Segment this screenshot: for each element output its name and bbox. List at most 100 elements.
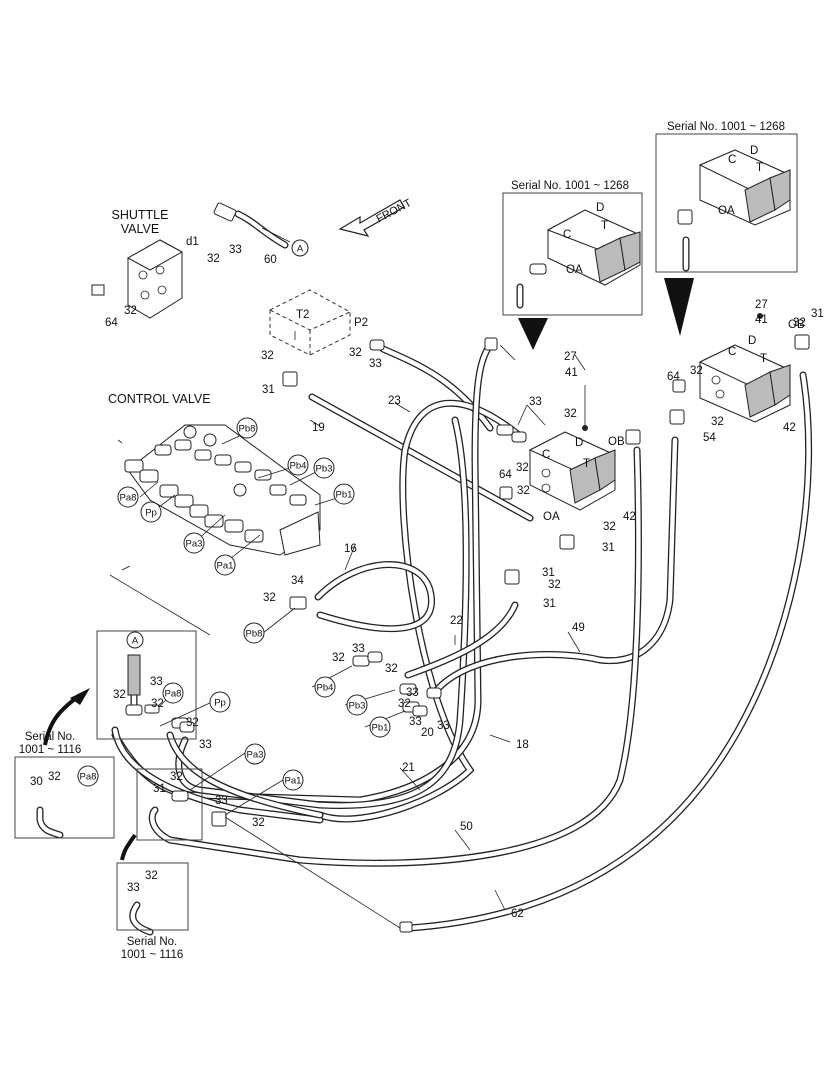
port-label-c: C — [563, 229, 571, 241]
inset-serial-bottom — [116, 862, 189, 931]
part-number-49: 49 — [572, 622, 585, 634]
callout-bubble-pp: Pp — [209, 691, 231, 713]
part-number-20: 20 — [421, 727, 434, 739]
part-number-42: 42 — [623, 511, 636, 523]
port-label-ob: OB — [608, 436, 625, 448]
t2-p2-block — [269, 289, 351, 356]
callout-bubble-pa1: Pa1 — [282, 769, 304, 791]
serial-note-top-right-inner: Serial No. 1001 ~ 1268 — [511, 180, 629, 192]
callout-bubble-text: A — [297, 244, 304, 255]
part-number-22: 22 — [450, 615, 463, 627]
callout-bubble-a: A — [126, 631, 144, 649]
part-number-64: 64 — [105, 317, 118, 329]
text-labels: SHUTTLE VALVE CONTROL VALVE Serial No. 1… — [19, 121, 785, 961]
serial-note-bottom-line1: Serial No. — [127, 936, 178, 948]
part-number-34: 34 — [291, 575, 304, 587]
control-valve-title: CONTROL VALVE — [108, 392, 211, 406]
fitting-60 — [213, 202, 237, 222]
callout-bubble-text: Pa1 — [217, 561, 234, 572]
callout-bubble-pb1: Pb1 — [333, 483, 355, 505]
port-label-d: D — [575, 437, 583, 449]
port-label-oa: OA — [543, 511, 560, 523]
part-number-41: 41 — [565, 367, 578, 379]
part-number-33: 33 — [199, 739, 212, 751]
callout-bubble-pb8: Pb8 — [243, 622, 265, 644]
leader-lines — [109, 227, 586, 929]
callout-bubble-pa3: Pa3 — [183, 532, 205, 554]
part-number-32: 32 — [385, 663, 398, 675]
part-number-32: 32 — [252, 817, 265, 829]
valve-block-42-center — [528, 425, 617, 511]
part-number-32: 32 — [124, 305, 137, 317]
callout-bubble-pa1: Pa1 — [214, 554, 236, 576]
part-number-30: 30 — [30, 776, 43, 788]
port-label-oa: OA — [718, 205, 735, 217]
port-label-d: D — [750, 145, 758, 157]
port-label-oa: OA — [566, 264, 583, 276]
hose-23 — [316, 399, 524, 823]
port-label-c: C — [728, 154, 736, 166]
curved-arrow-bottom — [120, 833, 137, 861]
callout-bubble-text: Pp — [214, 698, 226, 709]
part-number-32: 32 — [711, 416, 724, 428]
callout-bubble-text: Pb1 — [372, 723, 389, 734]
part-number-27: 27 — [755, 299, 768, 311]
part-number-32: 32 — [690, 365, 703, 377]
part-number-18: 18 — [516, 739, 529, 751]
part-number-d1: d1 — [186, 236, 199, 248]
serial-note-left-line2: 1001 ~ 1116 — [19, 744, 82, 756]
curved-arrow-left-head — [70, 688, 90, 705]
callout-bubble-pa8: Pa8 — [77, 765, 99, 787]
shuttle-valve-title-line2: VALVE — [121, 222, 159, 236]
inset-top-right-outer — [655, 133, 798, 273]
pointer-arrow-outer — [664, 278, 694, 336]
callout-bubble-pa8: Pa8 — [162, 682, 184, 704]
shuttle-valve-block — [91, 239, 184, 319]
part-number-32: 32 — [516, 462, 529, 474]
port-label-c: C — [542, 449, 550, 461]
part-number-50: 50 — [460, 821, 473, 833]
part-number-33: 33 — [529, 396, 542, 408]
hoses — [36, 210, 813, 936]
port-label-t2: T2 — [296, 309, 309, 321]
front-label: FRONT — [374, 197, 413, 226]
serial-note-left-line1: Serial No. — [25, 731, 76, 743]
inset-top-right-inner — [502, 192, 643, 316]
part-number-33: 33 — [150, 676, 163, 688]
part-number-32: 32 — [332, 652, 345, 664]
callout-bubble-pb1: Pb1 — [369, 716, 391, 738]
callout-bubble-pa8: Pa8 — [117, 486, 139, 508]
part-number-32: 32 — [263, 592, 276, 604]
part-number-60: 60 — [264, 254, 277, 266]
inset-mid-small — [136, 768, 203, 841]
part-number-32: 32 — [517, 485, 530, 497]
part-number-33: 33 — [215, 795, 228, 807]
part-number-33: 33 — [406, 687, 419, 699]
inset-serial-left — [14, 756, 115, 839]
port-label-c: C — [728, 346, 736, 358]
part-number-33: 33 — [437, 720, 450, 732]
part-number-31: 31 — [153, 783, 166, 795]
callout-bubble-pp: Pp — [140, 501, 162, 523]
pointer-arrow-inner — [518, 318, 548, 350]
part-number-32: 32 — [349, 347, 362, 359]
callout-bubble-pa3: Pa3 — [244, 743, 266, 765]
callout-bubble-text: Pb3 — [349, 701, 366, 712]
callout-bubble-text: Pa1 — [285, 776, 302, 787]
part-number-64: 64 — [667, 371, 680, 383]
callout-bubble-text: Pb8 — [246, 629, 263, 640]
part-number-32: 32 — [261, 350, 274, 362]
part-number-42: 42 — [783, 422, 796, 434]
callout-bubble-text: Pb4 — [317, 683, 334, 694]
serial-note-bottom-line2: 1001 ~ 1116 — [121, 949, 184, 961]
port-label-t: T — [601, 220, 608, 232]
callout-bubble-pb4: Pb4 — [287, 454, 309, 476]
callout-bubble-pb3: Pb3 — [313, 457, 335, 479]
part-number-32: 32 — [564, 408, 577, 420]
part-number-31: 31 — [542, 567, 555, 579]
callout-bubble-text: Pp — [145, 508, 157, 519]
part-number-19: 19 — [312, 422, 325, 434]
